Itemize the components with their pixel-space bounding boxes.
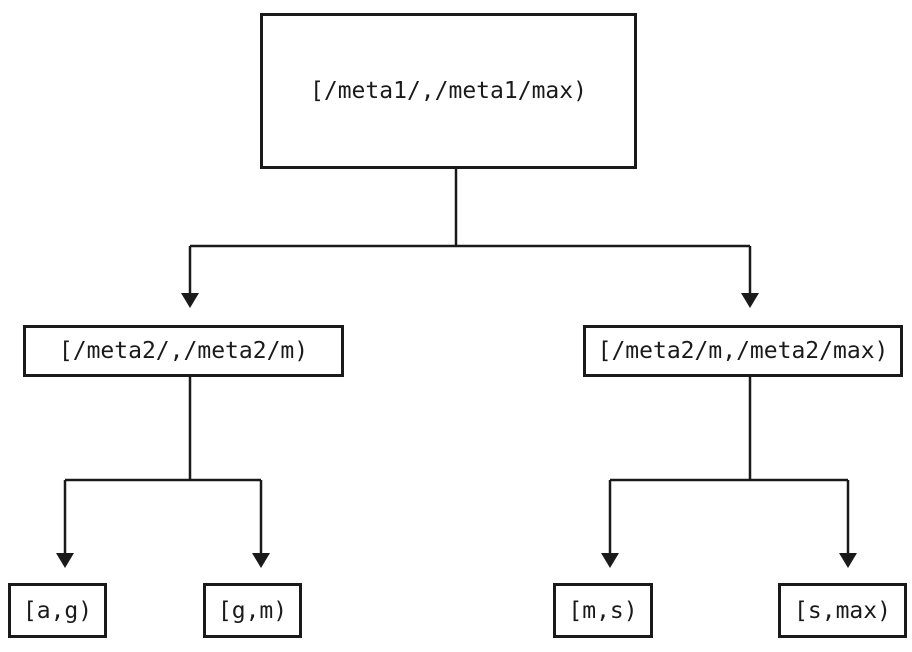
node-level2-left-label: [/meta2/,/meta2/m) — [58, 338, 309, 364]
arrow-down-icon — [839, 553, 857, 568]
node-leaf-gm-label: [g,m) — [217, 597, 288, 624]
edge-root-to-children — [181, 169, 759, 308]
edge-right-to-leaves — [601, 377, 857, 568]
node-leaf-ag: [a,g) — [8, 583, 107, 638]
node-leaf-smax: [s,max) — [778, 583, 907, 638]
arrow-down-icon — [741, 293, 759, 308]
arrow-down-icon — [181, 293, 199, 308]
edge-left-to-leaves — [56, 377, 270, 568]
arrow-down-icon — [252, 553, 270, 568]
node-leaf-ms-label: [m,s) — [568, 597, 638, 624]
node-level2-right: [/meta2/m,/meta2/max) — [583, 325, 903, 377]
node-level2-left: [/meta2/,/meta2/m) — [23, 325, 344, 377]
arrow-down-icon — [56, 553, 74, 568]
arrow-down-icon — [601, 553, 619, 568]
node-level2-right-label: [/meta2/m,/meta2/max) — [597, 338, 889, 364]
node-leaf-smax-label: [s,max) — [794, 597, 891, 624]
node-root-label: [/meta1/,/meta1/max) — [310, 78, 587, 104]
node-leaf-ms: [m,s) — [553, 583, 653, 638]
node-leaf-ag-label: [a,g) — [22, 597, 93, 624]
node-leaf-gm: [g,m) — [203, 583, 302, 638]
node-root: [/meta1/,/meta1/max) — [260, 13, 637, 169]
